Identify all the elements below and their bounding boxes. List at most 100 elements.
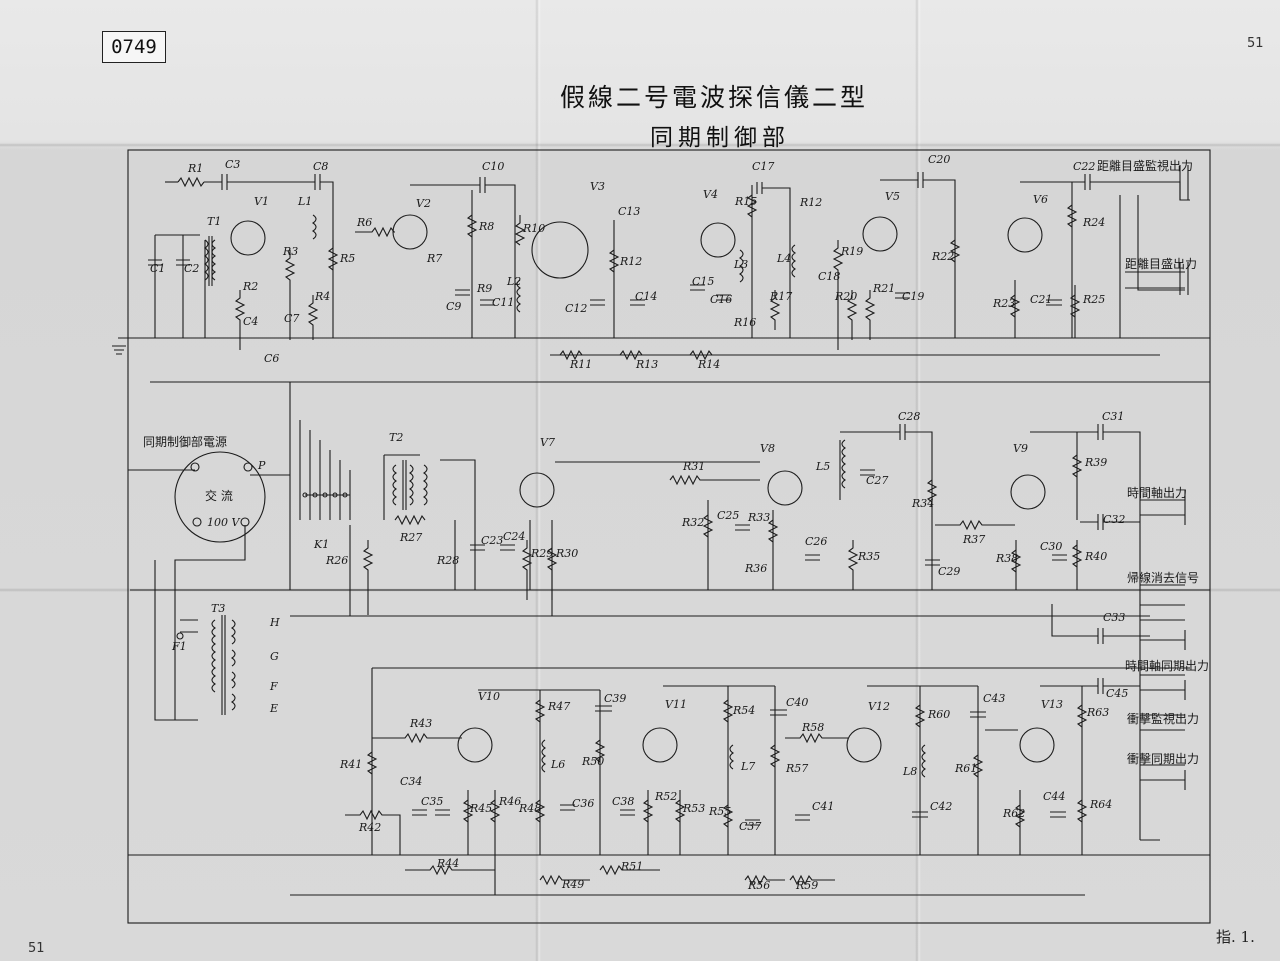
component-label: K1	[313, 538, 329, 551]
schematic-wiring	[112, 149, 1211, 924]
component-label: C12	[565, 302, 587, 315]
component-label: R31	[682, 460, 705, 473]
component-label: R48	[518, 802, 541, 815]
component-label: L7	[740, 760, 755, 773]
component-label: C22	[1073, 160, 1095, 173]
component-label: C44	[1043, 790, 1065, 803]
component-label: R1	[187, 162, 203, 175]
component-label: R7	[426, 252, 442, 265]
component-label: C38	[612, 795, 634, 808]
component-label: R54	[732, 704, 755, 717]
component-label: C18	[818, 270, 840, 283]
output-label-timebase: 時間軸出力	[1127, 486, 1187, 500]
tube-label-v7: V7	[540, 436, 555, 449]
tube-label-v8: V8	[760, 442, 775, 455]
component-label: C27	[866, 474, 888, 487]
component-label: R29	[530, 547, 553, 560]
component-label: C28	[898, 410, 920, 423]
component-label: C17	[752, 160, 774, 173]
component-label: R23	[992, 297, 1015, 310]
filament-label-h: H	[269, 616, 280, 629]
component-label: L2	[506, 275, 521, 288]
component-label: R3	[282, 245, 298, 258]
component-label: R15	[734, 195, 757, 208]
component-label: C45	[1106, 687, 1128, 700]
component-label: R40	[1084, 550, 1107, 563]
component-label: R38	[995, 552, 1018, 565]
filament-label-f: F	[269, 680, 278, 693]
component-label: C1	[150, 262, 165, 275]
component-label: F1	[171, 640, 187, 653]
component-label: T3	[211, 602, 225, 615]
power-block-title: 同期制御部電源	[143, 434, 227, 449]
component-label: R49	[561, 878, 584, 891]
tube-label-v11: V11	[665, 698, 687, 711]
component-label: R42	[358, 821, 381, 834]
fold-crease	[535, 0, 541, 961]
component-label: C42	[930, 800, 952, 813]
component-label: T1	[207, 215, 221, 228]
component-label: R58	[801, 721, 824, 734]
component-label: C13	[618, 205, 640, 218]
component-label: C7	[284, 312, 299, 325]
tube-label-v6: V6	[1033, 193, 1048, 206]
component-label: C25	[717, 509, 739, 522]
page-number-top: 51	[1247, 36, 1264, 51]
component-label: R37	[962, 533, 985, 546]
component-label: C24	[503, 530, 525, 543]
component-label: C10	[482, 160, 504, 173]
component-label: C34	[400, 775, 422, 788]
component-label: R59	[795, 879, 818, 892]
component-label: R9	[476, 282, 492, 295]
component-label: R27	[399, 531, 422, 544]
tube-label-v2: V2	[416, 197, 431, 210]
component-label: C14	[635, 290, 657, 303]
component-label: R12	[799, 196, 822, 209]
component-label: C35	[421, 795, 443, 808]
component-label: R30	[555, 547, 578, 560]
component-label: C40	[786, 696, 808, 709]
component-label: C41	[812, 800, 834, 813]
component-label: C26	[805, 535, 827, 548]
component-label: L1	[297, 195, 312, 208]
component-label: L5	[815, 460, 830, 473]
component-label: R5	[339, 252, 355, 265]
component-label: R13	[635, 358, 658, 371]
component-label: R17	[769, 290, 792, 303]
component-label: R61	[954, 762, 977, 775]
component-label: L3	[733, 258, 748, 271]
component-label: R55	[708, 805, 731, 818]
output-label-blanking: 帰線消去信号	[1127, 570, 1199, 585]
component-label: R8	[478, 220, 494, 233]
component-label: R32	[681, 516, 704, 529]
component-label: R12	[619, 255, 642, 268]
component-label: R26	[325, 554, 348, 567]
component-label: R43	[409, 717, 432, 730]
component-label: C3	[225, 158, 240, 171]
component-label: T2	[389, 431, 403, 444]
component-label: R36	[744, 562, 767, 575]
figure-label: 指. 1.	[1216, 928, 1255, 946]
output-label-timebase-sync: 時間軸同期出力	[1125, 659, 1209, 673]
component-label: C9	[446, 300, 461, 313]
fold-crease	[0, 143, 1280, 147]
component-label: R10	[522, 222, 545, 235]
component-label: R47	[547, 700, 570, 713]
component-label: C33	[1103, 611, 1125, 624]
component-label: R57	[785, 762, 808, 775]
component-label: C16	[710, 293, 732, 306]
component-label: C39	[604, 692, 626, 705]
component-label: R52	[654, 790, 677, 803]
component-label: L6	[550, 758, 565, 771]
output-label-range-monitor: 距離目盛監視出力	[1097, 158, 1193, 173]
component-label: R60	[927, 708, 950, 721]
component-label: R50	[581, 755, 604, 768]
component-label: R6	[356, 216, 372, 229]
component-label: R45	[469, 802, 492, 815]
component-label: R19	[840, 245, 863, 258]
component-label: C29	[938, 565, 960, 578]
archive-stamp: 0749	[102, 31, 166, 63]
